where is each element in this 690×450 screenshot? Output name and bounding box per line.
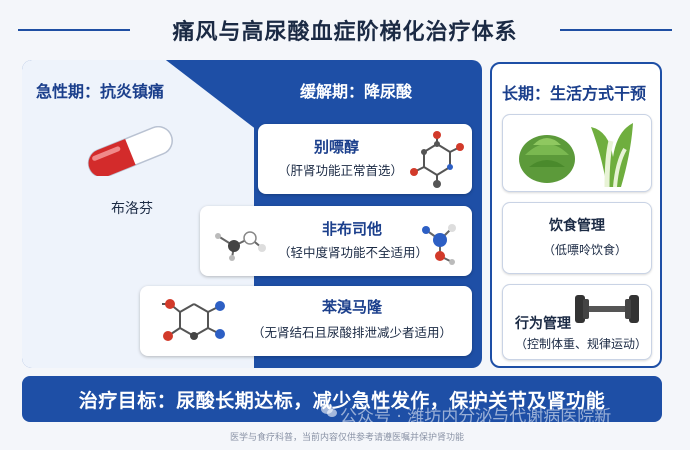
footer-note: 医学与食疗科普，当前内容仅供参考请遵医嘱并保护肾功能 [230, 433, 465, 443]
drug-name: 苯溴马隆 [322, 298, 383, 316]
dumbbell-icon [575, 295, 639, 323]
drug-name: 别嘌醇 [314, 138, 360, 156]
treatment-goal-bar: 治疗目标：尿酸长期达标，减少急性发作，保护关节及肾功能 [22, 376, 662, 422]
molecule-icon [422, 224, 456, 265]
diet-card: 饮食管理 （低嘌呤饮食） [502, 202, 652, 274]
behavior-title: 行为管理 [515, 316, 571, 332]
watermark: 公众号 · 潍坊内分泌与代谢病医院新 [340, 407, 612, 427]
title-divider-right [560, 29, 672, 31]
acute-phase-title: 急性期：抗炎镇痛 [36, 82, 165, 101]
page-title: 痛风与高尿酸血症阶梯化治疗体系 [160, 14, 530, 46]
behavior-card: 行为管理 （控制体重、规律运动） [502, 284, 652, 360]
longterm-title: 长期：生活方式干预 [502, 84, 647, 103]
drug-note: （无肾结石且尿酸排泄减少者适用） [252, 325, 453, 340]
title-bar: 痛风与高尿酸血症阶梯化治疗体系 [10, 10, 680, 50]
molecule-icon [410, 131, 464, 188]
capsule-icon [87, 126, 173, 176]
drug-card-febuxostat: 非布司他 （轻中度肾功能不全适用） [200, 206, 472, 276]
ibuprofen-label: 布洛芬 [111, 201, 153, 217]
behavior-note: （控制体重、规律运动） [515, 337, 648, 351]
longterm-panel: 长期：生活方式干预 饮食管理 （低嘌呤饮食） 行 [490, 62, 662, 368]
drug-name: 非布司他 [322, 220, 383, 238]
artichoke-icon [519, 135, 575, 183]
molecule-icon [162, 299, 225, 341]
remission-phase-title: 缓解期：降尿酸 [300, 82, 413, 101]
drug-card-benzbromarone: 苯溴马隆 （无肾结石且尿酸排泄减少者适用） [140, 286, 472, 356]
molecule-icon [215, 231, 266, 261]
diet-note: （低嘌呤饮食） [543, 243, 628, 257]
vegetables-icon [519, 123, 633, 188]
drug-note: （轻中度肾功能不全适用） [278, 245, 429, 260]
treatment-panel: 急性期：抗炎镇痛 布洛芬 缓解期：降尿酸 别嘌醇 （肝肾功能正常首选） 非 [22, 60, 482, 368]
drug-note: （肝肾功能正常首选） [278, 163, 404, 178]
title-divider-left [18, 29, 130, 31]
drug-card-allopurinol: 别嘌醇 （肝肾功能正常首选） [258, 124, 472, 194]
bok-choy-icon [591, 123, 633, 188]
wechat-icon [321, 404, 337, 417]
diet-title: 饮食管理 [549, 218, 605, 234]
treatment-goal-text: 治疗目标：尿酸长期达标，减少急性发作，保护关节及肾功能 [78, 389, 606, 412]
vegetables-card [502, 114, 652, 192]
